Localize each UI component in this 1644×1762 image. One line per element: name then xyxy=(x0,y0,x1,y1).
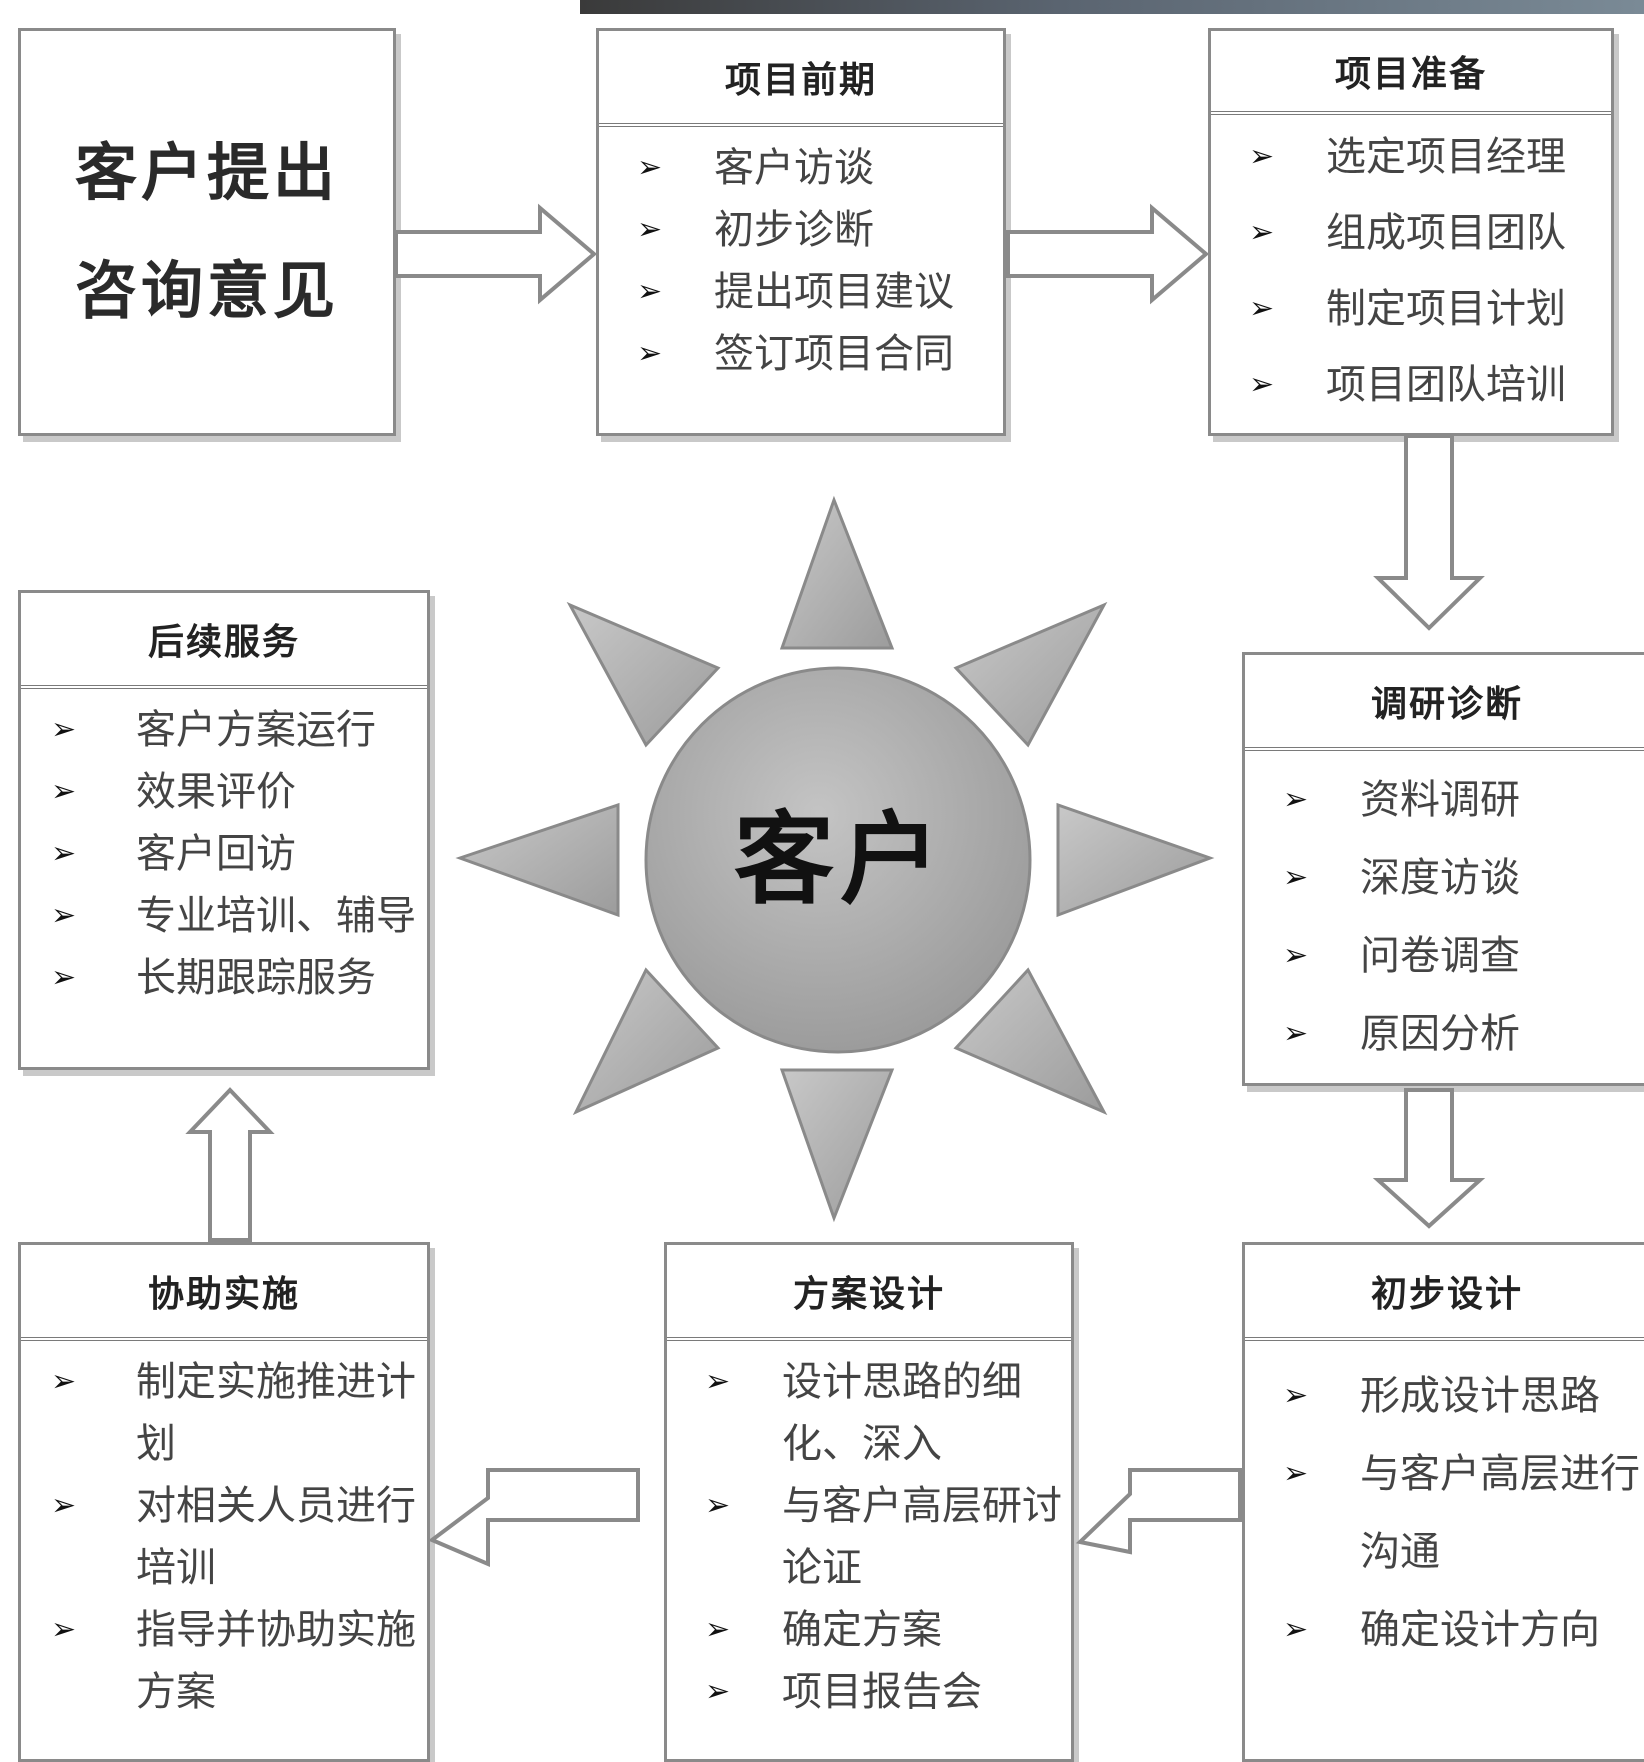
list-item: ➢初步诊断 xyxy=(599,199,1003,261)
box-title: 协助实施 xyxy=(21,1245,427,1341)
arrow-bullet-icon: ➢ xyxy=(1249,367,1275,402)
list-item: ➢签订项目合同 xyxy=(599,323,1003,385)
flow-arrow-down-2 xyxy=(1372,1088,1486,1229)
flow-arrow-right-1 xyxy=(394,203,598,305)
flow-arrow-left-2 xyxy=(428,1468,640,1568)
start-box-line-1: 客户提出 xyxy=(74,136,339,209)
list-item: ➢选定项目经理 xyxy=(1211,119,1611,195)
item-list: ➢形成设计思路 ➢与客户高层进行沟通 ➢确定设计方向 xyxy=(1245,1341,1644,1669)
box-initial-design: 初步设计 ➢形成设计思路 ➢与客户高层进行沟通 ➢确定设计方向 xyxy=(1242,1242,1644,1762)
arrow-bullet-icon: ➢ xyxy=(51,712,77,747)
list-item: ➢资料调研 xyxy=(1245,761,1644,839)
sun-ray-bottom-right xyxy=(953,967,1108,1116)
arrow-bullet-icon: ➢ xyxy=(1283,782,1309,817)
arrow-bullet-icon: ➢ xyxy=(705,1488,731,1523)
arrow-bullet-icon: ➢ xyxy=(705,1364,731,1399)
list-item: ➢与客户高层进行沟通 xyxy=(1245,1435,1644,1591)
list-item: ➢组成项目团队 xyxy=(1211,195,1611,271)
sun-ray-right xyxy=(1056,802,1215,918)
arrow-bullet-icon: ➢ xyxy=(51,898,77,933)
sun-ray-top-left xyxy=(566,601,721,748)
list-item: ➢原因分析 xyxy=(1245,995,1644,1073)
list-item: ➢与客户高层研讨论证 xyxy=(667,1475,1071,1599)
list-item: ➢深度访谈 xyxy=(1245,839,1644,917)
box-project-early: 项目前期 ➢客户访谈 ➢初步诊断 ➢提出项目建议 ➢签订项目合同 xyxy=(596,28,1006,436)
arrow-bullet-icon: ➢ xyxy=(51,1488,77,1523)
list-item: ➢制定项目计划 xyxy=(1211,271,1611,347)
arrow-bullet-icon: ➢ xyxy=(1283,860,1309,895)
arrow-bullet-icon: ➢ xyxy=(51,1612,77,1647)
arrow-bullet-icon: ➢ xyxy=(1283,1612,1309,1647)
list-item: ➢长期跟踪服务 xyxy=(21,947,427,1009)
sun-ray-left xyxy=(455,802,620,918)
sun-ray-top xyxy=(779,495,895,650)
list-item: ➢客户访谈 xyxy=(599,137,1003,199)
arrow-bullet-icon: ➢ xyxy=(51,960,77,995)
box-title: 项目前期 xyxy=(599,31,1003,127)
item-list: ➢客户方案运行 ➢效果评价 ➢客户回访 ➢专业培训、辅导 ➢长期跟踪服务 xyxy=(21,689,427,1009)
sun-ray-bottom-left xyxy=(572,967,721,1116)
arrow-bullet-icon: ➢ xyxy=(1283,938,1309,973)
arrow-bullet-icon: ➢ xyxy=(637,274,663,309)
list-item: ➢制定实施推进计划 xyxy=(21,1351,427,1475)
list-item: ➢提出项目建议 xyxy=(599,261,1003,323)
flow-arrow-down-1 xyxy=(1373,434,1485,631)
item-list: ➢设计思路的细化、深入 ➢与客户高层研讨论证 ➢确定方案 ➢项目报告会 xyxy=(667,1341,1071,1723)
arrow-bullet-icon: ➢ xyxy=(51,774,77,809)
box-title: 调研诊断 xyxy=(1245,655,1644,751)
arrow-bullet-icon: ➢ xyxy=(1249,139,1275,174)
list-item: ➢确定方案 xyxy=(667,1599,1071,1661)
box-project-prep: 项目准备 ➢选定项目经理 ➢组成项目团队 ➢制定项目计划 ➢项目团队培训 xyxy=(1208,28,1614,436)
box-title: 初步设计 xyxy=(1245,1245,1644,1341)
arrow-bullet-icon: ➢ xyxy=(705,1612,731,1647)
item-list: ➢制定实施推进计划 ➢对相关人员进行培训 ➢指导并协助实施方案 xyxy=(21,1341,427,1723)
list-item: ➢专业培训、辅导 xyxy=(21,885,427,947)
item-list: ➢选定项目经理 ➢组成项目团队 ➢制定项目计划 ➢项目团队培训 xyxy=(1211,115,1611,423)
list-item: ➢客户回访 xyxy=(21,823,427,885)
sun-rays xyxy=(455,495,1215,1223)
arrow-bullet-icon: ➢ xyxy=(1249,291,1275,326)
box-title: 后续服务 xyxy=(21,593,427,689)
item-list: ➢客户访谈 ➢初步诊断 ➢提出项目建议 ➢签订项目合同 xyxy=(599,127,1003,385)
sun-ray-bottom xyxy=(779,1068,895,1223)
list-item: ➢客户方案运行 xyxy=(21,699,427,761)
list-item: ➢效果评价 xyxy=(21,761,427,823)
arrow-bullet-icon: ➢ xyxy=(637,336,663,371)
list-item: ➢项目报告会 xyxy=(667,1661,1071,1723)
sun-circle xyxy=(644,666,1032,1054)
center-customer-label: 客户 xyxy=(734,800,946,918)
arrow-bullet-icon: ➢ xyxy=(705,1674,731,1709)
arrow-bullet-icon: ➢ xyxy=(1249,215,1275,250)
flow-arrow-left-1 xyxy=(1075,1468,1242,1555)
start-box-line-2: 咨询意见 xyxy=(74,254,339,327)
box-followup-service: 后续服务 ➢客户方案运行 ➢效果评价 ➢客户回访 ➢专业培训、辅导 ➢长期跟踪服… xyxy=(18,590,430,1070)
sun-ray-top-right xyxy=(953,601,1108,748)
top-photo-strip xyxy=(580,0,1644,14)
box-assist-implementation: 协助实施 ➢制定实施推进计划 ➢对相关人员进行培训 ➢指导并协助实施方案 xyxy=(18,1242,430,1762)
arrow-bullet-icon: ➢ xyxy=(637,150,663,185)
arrow-bullet-icon: ➢ xyxy=(51,836,77,871)
list-item: ➢指导并协助实施方案 xyxy=(21,1599,427,1723)
list-item: ➢对相关人员进行培训 xyxy=(21,1475,427,1599)
flow-arrow-right-2 xyxy=(1006,203,1210,305)
arrow-bullet-icon: ➢ xyxy=(51,1364,77,1399)
list-item: ➢形成设计思路 xyxy=(1245,1357,1644,1435)
list-item: ➢设计思路的细化、深入 xyxy=(667,1351,1071,1475)
arrow-bullet-icon: ➢ xyxy=(637,212,663,247)
arrow-bullet-icon: ➢ xyxy=(1283,1456,1309,1491)
box-plan-design: 方案设计 ➢设计思路的细化、深入 ➢与客户高层研讨论证 ➢确定方案 ➢项目报告会 xyxy=(664,1242,1074,1762)
box-title: 方案设计 xyxy=(667,1245,1071,1341)
box-research-diagnosis: 调研诊断 ➢资料调研 ➢深度访谈 ➢问卷调查 ➢原因分析 xyxy=(1242,652,1644,1086)
item-list: ➢资料调研 ➢深度访谈 ➢问卷调查 ➢原因分析 xyxy=(1245,751,1644,1073)
list-item: ➢项目团队培训 xyxy=(1211,347,1611,423)
flow-arrow-up-1 xyxy=(185,1087,275,1242)
list-item: ➢问卷调查 xyxy=(1245,917,1644,995)
arrow-bullet-icon: ➢ xyxy=(1283,1378,1309,1413)
box-title: 项目准备 xyxy=(1211,31,1611,115)
arrow-bullet-icon: ➢ xyxy=(1283,1016,1309,1051)
list-item: ➢确定设计方向 xyxy=(1245,1591,1644,1669)
